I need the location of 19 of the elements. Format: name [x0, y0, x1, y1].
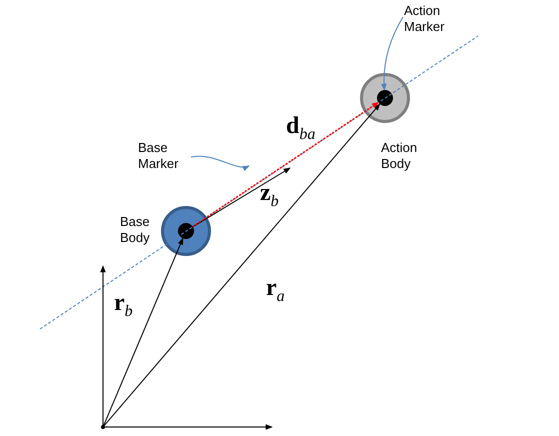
vector-label: r$_{a}$: [266, 275, 285, 307]
vector-arrow: [192, 168, 291, 228]
marker-label: Base Marker: [138, 140, 180, 172]
vector-label: r$_{b}$: [114, 290, 133, 322]
vector-label: z$_{b}$: [260, 180, 279, 212]
marker-label: Action Marker: [404, 3, 446, 35]
body-label: Base Body: [120, 214, 151, 246]
body-label: Action Body: [381, 140, 418, 172]
vector-label: d$_{ba}$: [286, 113, 316, 145]
marker-dot: [178, 223, 194, 239]
leader-arrow: [381, 16, 404, 91]
vector-arrow: [103, 238, 184, 426]
body-circle: [360, 73, 410, 123]
vector-arrow: [192, 102, 379, 228]
leader-arrow: [190, 156, 250, 170]
origin-point: [101, 425, 105, 429]
body-circle: [161, 206, 211, 256]
marker-dot: [377, 90, 393, 106]
vector-arrow: [104, 104, 380, 426]
